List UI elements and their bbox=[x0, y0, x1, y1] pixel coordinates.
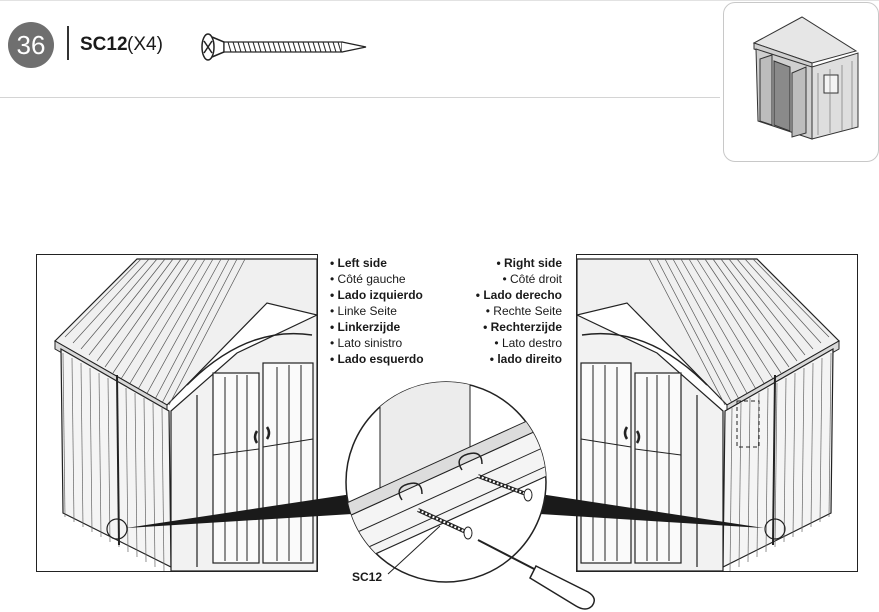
label-right-es: • Lado derecho bbox=[475, 288, 562, 302]
header-top-rule bbox=[0, 0, 879, 1]
label-right-en: • Right side bbox=[496, 256, 562, 270]
label-right-it: • Lato destro bbox=[494, 336, 562, 350]
shed-overview-icon bbox=[752, 16, 859, 140]
header-bottom-rule bbox=[0, 97, 720, 98]
overview-thumbnail bbox=[723, 2, 879, 162]
label-left-es: • Lado izquierdo bbox=[330, 288, 423, 302]
label-right-de: • Rechte Seite bbox=[485, 304, 562, 318]
left-side-labels: • Left side • Côté gauche • Lado izquier… bbox=[330, 255, 424, 367]
screwdriver-shaft bbox=[477, 539, 541, 573]
screwdriver-icon bbox=[529, 564, 595, 610]
sc12-callout-label: SC12 bbox=[352, 570, 383, 584]
label-left-nl: • Linkerzijde bbox=[330, 320, 401, 334]
label-left-it: • Lato sinistro bbox=[330, 336, 403, 350]
sc12-callout-leader bbox=[387, 525, 441, 575]
screw-icon bbox=[201, 33, 367, 61]
label-right-pt: • lado direito bbox=[489, 352, 562, 366]
label-left-pt: • Lado esquerdo bbox=[330, 352, 424, 366]
right-side-labels: • Right side • Côté droit • Lado derecho… bbox=[458, 255, 562, 367]
right-pointer-wedge bbox=[540, 494, 764, 528]
part-code: SC12 bbox=[80, 34, 128, 55]
part-quantity: (X4) bbox=[127, 34, 163, 55]
label-left-fr: • Côté gauche bbox=[330, 272, 406, 286]
step-number-badge: 36 bbox=[8, 22, 54, 68]
label-left-en: • Left side bbox=[330, 256, 387, 270]
label-right-fr: • Côté droit bbox=[502, 272, 562, 286]
label-left-de: • Linke Seite bbox=[330, 304, 397, 318]
step-divider bbox=[67, 26, 69, 60]
left-pointer-wedge bbox=[126, 494, 352, 528]
right-shed-panel bbox=[576, 254, 858, 572]
label-right-nl: • Rechterzijde bbox=[483, 320, 562, 334]
